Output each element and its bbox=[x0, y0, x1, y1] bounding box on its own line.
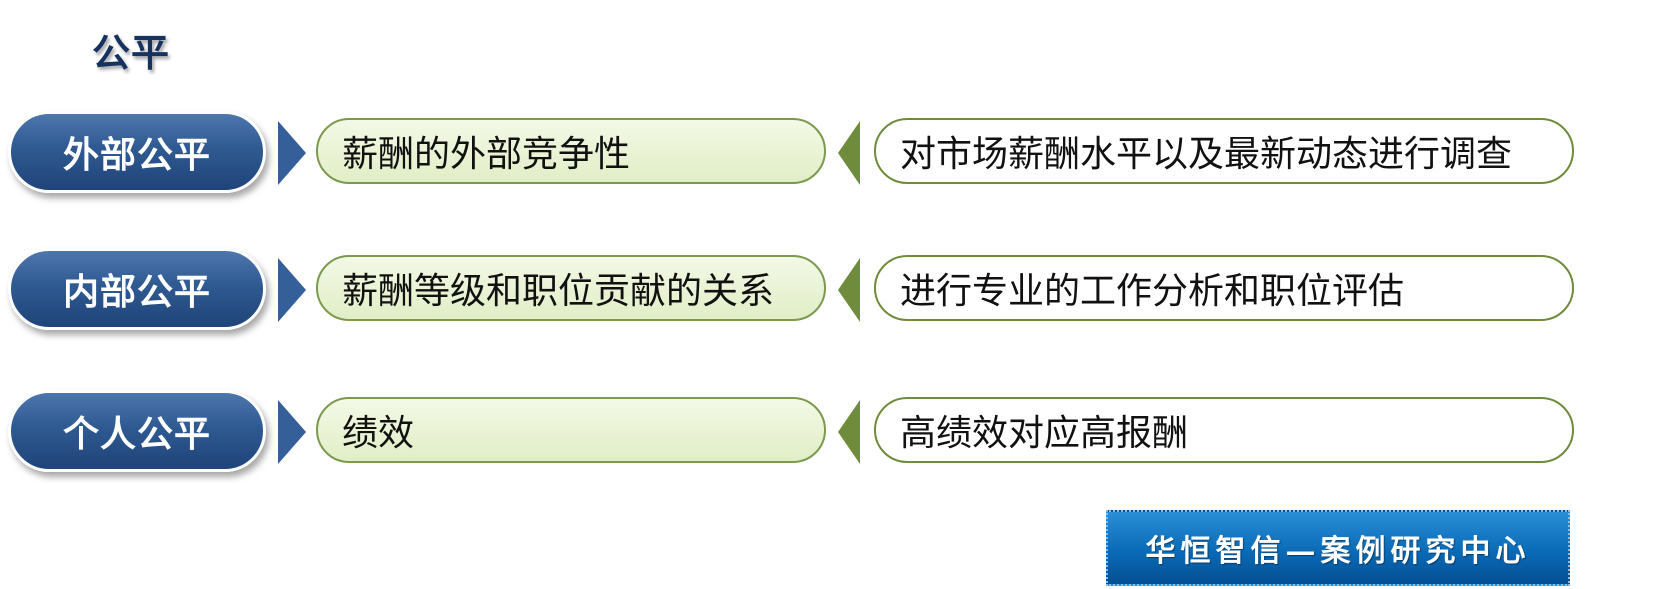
action-pill-internal: 进行专业的工作分析和职位评估 bbox=[874, 255, 1574, 321]
topic-pill-internal: 薪酬等级和职位贡献的关系 bbox=[316, 255, 826, 321]
arrow-right-icon bbox=[278, 258, 306, 322]
row-external-fairness: 外部公平 薪酬的外部竞争性 对市场薪酬水平以及最新动态进行调查 bbox=[0, 111, 1662, 197]
action-pill-individual: 高绩效对应高报酬 bbox=[874, 397, 1574, 463]
label-pill-internal: 内部公平 bbox=[8, 248, 266, 330]
row-internal-fairness: 内部公平 薪酬等级和职位贡献的关系 进行专业的工作分析和职位评估 bbox=[0, 248, 1662, 334]
arrow-left-icon bbox=[838, 121, 860, 185]
label-pill-individual: 个人公平 bbox=[8, 390, 266, 472]
row-individual-fairness: 个人公平 绩效 高绩效对应高报酬 bbox=[0, 390, 1662, 476]
action-pill-external: 对市场薪酬水平以及最新动态进行调查 bbox=[874, 118, 1574, 184]
topic-pill-external: 薪酬的外部竞争性 bbox=[316, 118, 826, 184]
arrow-right-icon bbox=[278, 121, 306, 185]
label-pill-external: 外部公平 bbox=[8, 111, 266, 193]
brand-banner: 华恒智信—案例研究中心 bbox=[1106, 510, 1570, 586]
arrow-right-icon bbox=[278, 400, 306, 464]
topic-pill-individual: 绩效 bbox=[316, 397, 826, 463]
page-title: 公平 bbox=[92, 31, 171, 75]
arrow-left-icon bbox=[838, 400, 860, 464]
arrow-left-icon bbox=[838, 258, 860, 322]
